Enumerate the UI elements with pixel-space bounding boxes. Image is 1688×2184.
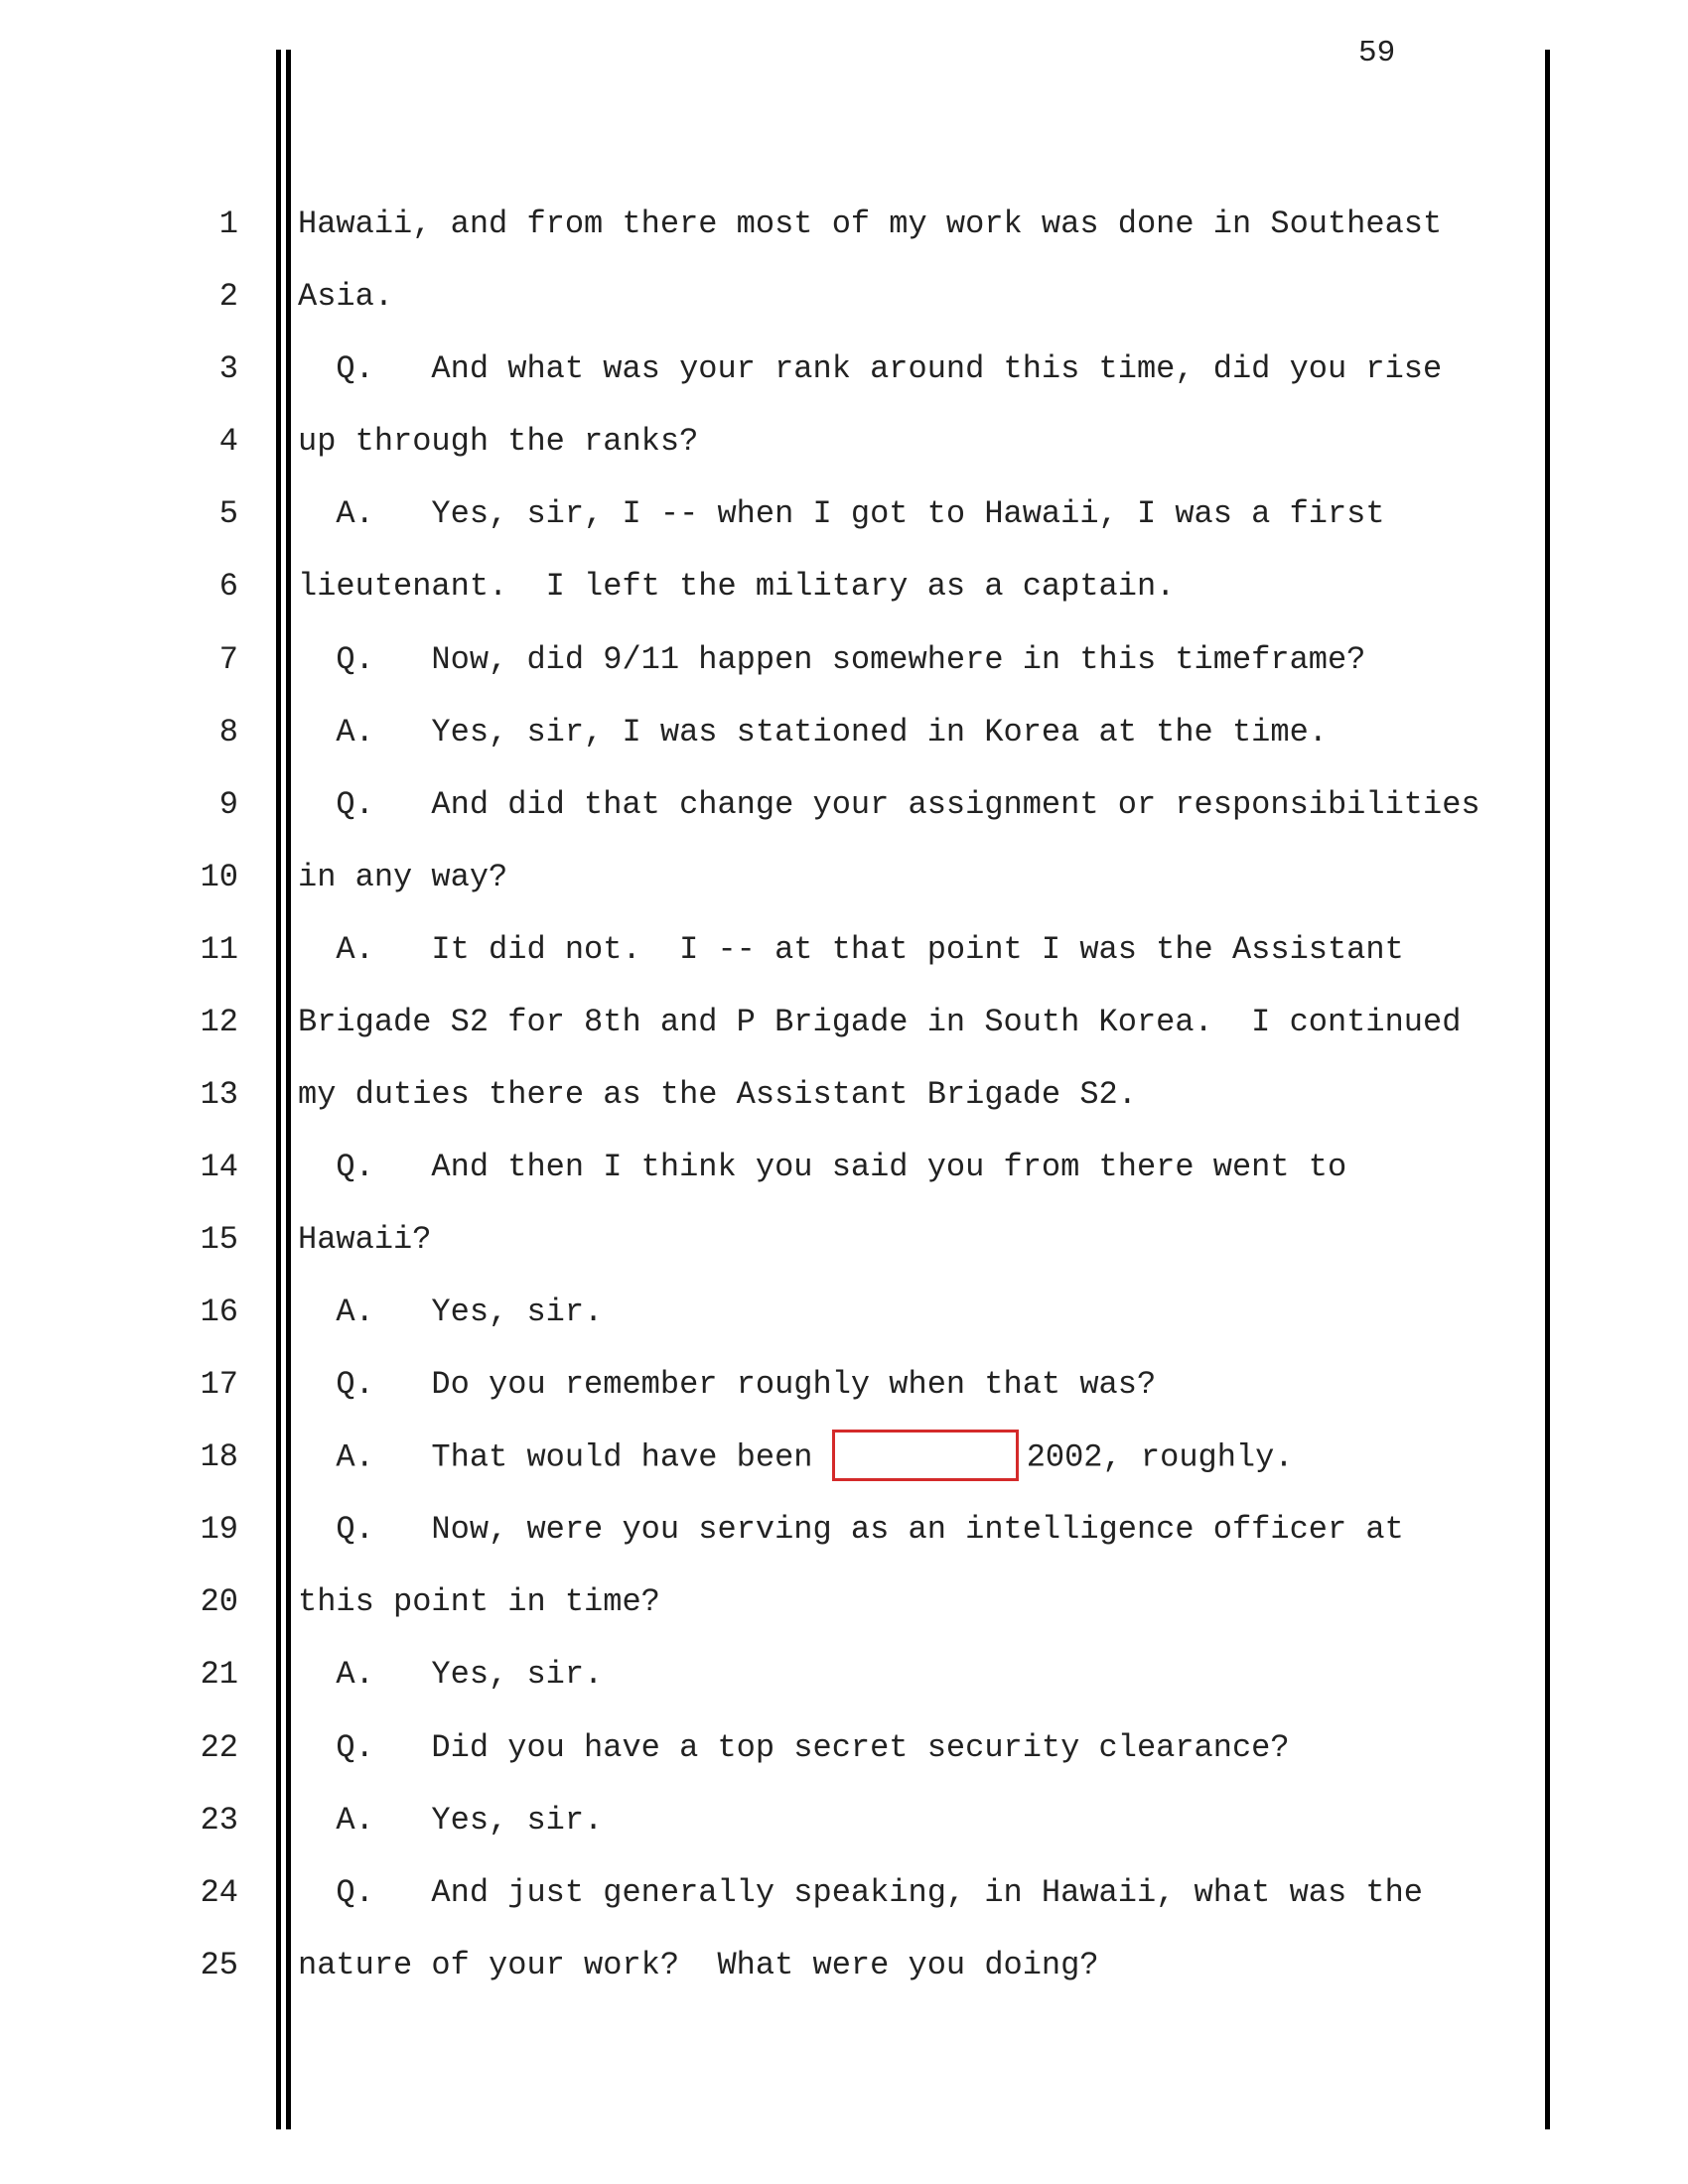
- line-text: nature of your work? What were you doing…: [298, 1947, 1099, 1983]
- transcript-line: 22 Q. Did you have a top secret security…: [0, 1720, 1688, 1776]
- line-number: 19: [200, 1511, 238, 1548]
- line-number: 17: [200, 1366, 238, 1403]
- line-text: A. Yes, sir.: [298, 1294, 604, 1330]
- line-text: Q. And then I think you said you from th…: [298, 1149, 1347, 1185]
- transcript-line: 25 nature of your work? What were you do…: [0, 1938, 1688, 1993]
- line-text: Hawaii?: [298, 1221, 432, 1258]
- line-number: 15: [200, 1221, 238, 1258]
- line-number: 24: [200, 1874, 238, 1911]
- line-text: Asia.: [298, 278, 394, 315]
- transcript-line: 2 Asia.: [0, 269, 1688, 325]
- line-number: 14: [200, 1149, 238, 1185]
- line-text: my duties there as the Assistant Brigade…: [298, 1076, 1137, 1113]
- line-text: Q. Now, were you serving as an intellige…: [298, 1511, 1404, 1548]
- transcript-line: 21 A. Yes, sir.: [0, 1647, 1688, 1703]
- transcript-line: 10 in any way?: [0, 850, 1688, 905]
- line-text: A. Yes, sir.: [298, 1656, 604, 1693]
- line-number: 6: [218, 568, 238, 605]
- line-number: 25: [200, 1947, 238, 1983]
- line-text: Q. And did that change your assignment o…: [298, 786, 1480, 823]
- transcript-line: 20 this point in time?: [0, 1574, 1688, 1630]
- line-text: A. It did not. I -- at that point I was …: [298, 931, 1404, 968]
- transcript-line: 12 Brigade S2 for 8th and P Brigade in S…: [0, 995, 1688, 1050]
- line-number: 9: [218, 786, 238, 823]
- line-number: 7: [218, 641, 238, 678]
- page-number: 59: [1358, 36, 1396, 70]
- line-text: Hawaii, and from there most of my work w…: [298, 205, 1443, 242]
- transcript-line: 24 Q. And just generally speaking, in Ha…: [0, 1865, 1688, 1921]
- transcript-line: 5 A. Yes, sir, I -- when I got to Hawaii…: [0, 486, 1688, 542]
- line-text: Q. Now, did 9/11 happen somewhere in thi…: [298, 641, 1366, 678]
- transcript-line: 3 Q. And what was your rank around this …: [0, 341, 1688, 397]
- line-text: Q. And what was your rank around this ti…: [298, 350, 1443, 387]
- line-text: A. Yes, sir.: [298, 1802, 604, 1839]
- line-text: Q. Did you have a top secret security cl…: [298, 1729, 1290, 1766]
- line-text: A. Yes, sir, I -- when I got to Hawaii, …: [298, 495, 1385, 532]
- transcript-line: 1 Hawaii, and from there most of my work…: [0, 197, 1688, 252]
- line-number: 12: [200, 1004, 238, 1040]
- transcript-line: 7 Q. Now, did 9/11 happen somewhere in t…: [0, 632, 1688, 688]
- line-number: 16: [200, 1294, 238, 1330]
- line-text-before-redaction: A. That would have been: [298, 1438, 832, 1476]
- transcript-line: 8 A. Yes, sir, I was stationed in Korea …: [0, 705, 1688, 760]
- line-number: 3: [218, 350, 238, 387]
- line-text-after-redaction: 2002, roughly.: [1026, 1438, 1294, 1476]
- transcript-line: 6 lieutenant. I left the military as a c…: [0, 559, 1688, 614]
- transcript-line: 11 A. It did not. I -- at that point I w…: [0, 922, 1688, 978]
- redaction-box: [831, 1430, 1019, 1481]
- line-text: Q. Do you remember roughly when that was…: [298, 1366, 1157, 1403]
- line-number: 13: [200, 1076, 238, 1113]
- transcript-line: 14 Q. And then I think you said you from…: [0, 1140, 1688, 1195]
- line-number: 8: [218, 714, 238, 751]
- line-number: 10: [200, 859, 238, 895]
- line-number: 11: [200, 931, 238, 968]
- line-text: A. That would have been 2002, roughly.: [298, 1430, 1294, 1485]
- line-number: 23: [200, 1802, 238, 1839]
- line-number: 20: [200, 1583, 238, 1620]
- line-text: Q. And just generally speaking, in Hawai…: [298, 1874, 1423, 1911]
- line-number: 21: [200, 1656, 238, 1693]
- line-text: Brigade S2 for 8th and P Brigade in Sout…: [298, 1004, 1462, 1040]
- line-number: 4: [218, 423, 238, 460]
- line-text: this point in time?: [298, 1583, 660, 1620]
- line-number: 1: [218, 205, 238, 242]
- transcript-line: 13 my duties there as the Assistant Brig…: [0, 1067, 1688, 1123]
- transcript-line: 18 A. That would have been 2002, roughly…: [0, 1430, 1688, 1485]
- transcript-line: 19 Q. Now, were you serving as an intell…: [0, 1502, 1688, 1558]
- left-margin-rule-inner: [286, 50, 291, 2129]
- transcript-line: 23 A. Yes, sir.: [0, 1793, 1688, 1848]
- line-number: 22: [200, 1729, 238, 1766]
- line-text: up through the ranks?: [298, 423, 699, 460]
- transcript-line: 17 Q. Do you remember roughly when that …: [0, 1357, 1688, 1413]
- right-margin-rule: [1545, 50, 1550, 2129]
- transcript-line: 15 Hawaii?: [0, 1212, 1688, 1268]
- left-margin-rule-outer: [276, 50, 281, 2129]
- line-number: 2: [218, 278, 238, 315]
- line-text: A. Yes, sir, I was stationed in Korea at…: [298, 714, 1328, 751]
- line-text: in any way?: [298, 859, 508, 895]
- line-number: 5: [218, 495, 238, 532]
- transcript-line: 16 A. Yes, sir.: [0, 1285, 1688, 1340]
- transcript-line: 4 up through the ranks?: [0, 414, 1688, 470]
- line-text: lieutenant. I left the military as a cap…: [298, 568, 1176, 605]
- transcript-line: 9 Q. And did that change your assignment…: [0, 777, 1688, 833]
- line-number: 18: [200, 1438, 238, 1475]
